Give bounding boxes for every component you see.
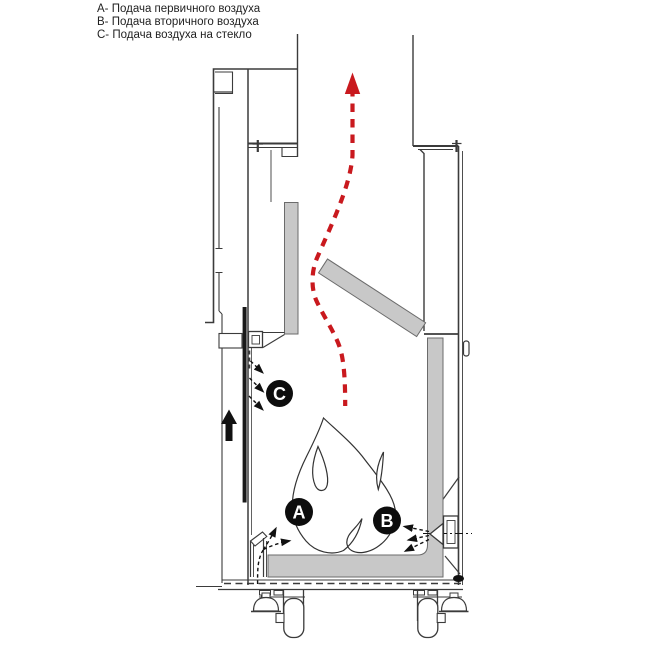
caster-right-nut-1 xyxy=(413,590,425,596)
primary-air-arrow-up xyxy=(262,526,277,550)
flue-gas-arrowhead-icon xyxy=(344,72,361,94)
door-assembly xyxy=(218,307,285,577)
legend: A- Подача первичного воздуха B- Подача в… xyxy=(97,3,260,43)
baffle-plate xyxy=(317,258,427,338)
door-glass xyxy=(242,307,247,503)
glass-air-arrow-1 xyxy=(250,360,264,374)
marker-c-glass-air xyxy=(266,380,293,407)
left-outer-wall xyxy=(205,68,298,324)
nozzle-diagonal xyxy=(262,334,285,348)
upper-box-notch xyxy=(281,147,298,158)
caster-right xyxy=(413,590,469,639)
axle-bolt-right xyxy=(436,612,446,624)
legend-line-primary-air: A- Подача первичного воздуха xyxy=(97,3,261,15)
airflow-arrows xyxy=(221,72,430,585)
legend-line-secondary-air: B- Подача вторичного воздуха xyxy=(97,16,259,29)
secondary-air-arrow-2 xyxy=(406,534,430,542)
glass-air-arrow-3 xyxy=(248,395,264,411)
firebox-lining xyxy=(267,337,444,578)
wheel-right xyxy=(417,597,439,639)
caster-left-nut-3 xyxy=(273,590,284,596)
caster-left xyxy=(251,590,305,639)
flame xyxy=(291,416,397,554)
legend-line-glass-air: C- Подача воздуха на стекло xyxy=(97,29,252,42)
air-inlet-frame-inner xyxy=(446,520,456,544)
primary-air-arrow-right xyxy=(263,538,292,551)
glass-air-nozzle-inner xyxy=(251,335,260,345)
primary-air-path xyxy=(256,549,265,585)
door-top-frame-block xyxy=(218,332,243,349)
marker-c-label: C xyxy=(273,384,286,404)
secondary-air-arrow-1 xyxy=(402,524,430,533)
wheel-left xyxy=(283,597,305,639)
air-damper-triangle xyxy=(428,522,444,546)
marker-a-primary-air xyxy=(285,498,313,526)
casters xyxy=(251,590,469,639)
wall-handle-clip xyxy=(462,340,470,357)
marker-a-label: A xyxy=(293,502,306,522)
ash-lip-flap xyxy=(249,531,268,547)
flue-gas-flow-arrow xyxy=(310,88,355,407)
right-brace-lower xyxy=(444,555,461,575)
right-inner-wall xyxy=(419,149,425,331)
flame-inner-tongue xyxy=(312,444,329,492)
left-heat-shield-panel xyxy=(284,202,299,335)
caster-right-nut-2 xyxy=(427,590,438,596)
secondary-air-inlet xyxy=(423,340,472,582)
flame-outline xyxy=(291,416,397,554)
left-wall-step xyxy=(218,310,223,315)
leveling-foot-left xyxy=(252,596,280,612)
marker-b-label: B xyxy=(381,511,394,531)
secondary-air-arrow-3 xyxy=(403,538,430,552)
refractory-panels xyxy=(267,202,444,578)
glass-air-arrow-2 xyxy=(249,377,265,393)
flame-right-sliver xyxy=(376,451,385,492)
corner-bolt xyxy=(453,575,464,582)
left-box-bracket xyxy=(215,71,234,95)
air-markers: A B C xyxy=(266,380,401,535)
convection-up-arrow-icon xyxy=(221,409,237,441)
marker-b-secondary-air xyxy=(373,506,401,535)
leveling-foot-right xyxy=(440,596,468,612)
axle-bolt-left xyxy=(275,612,285,624)
